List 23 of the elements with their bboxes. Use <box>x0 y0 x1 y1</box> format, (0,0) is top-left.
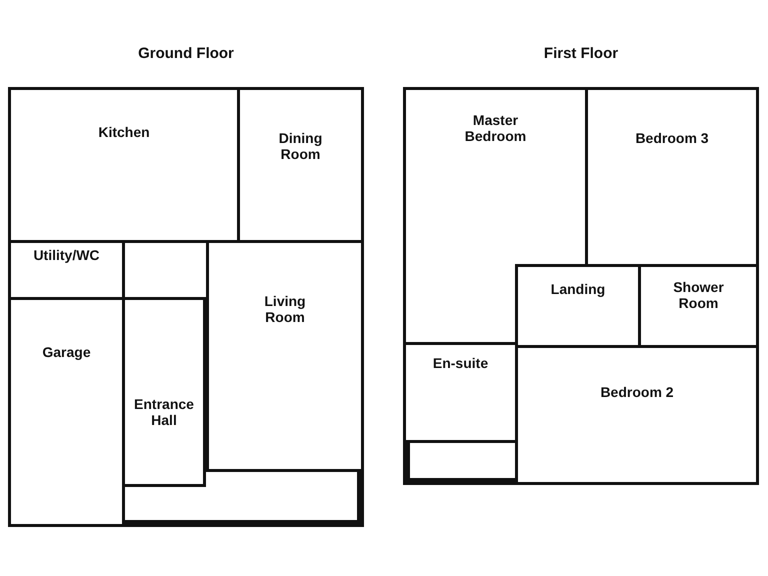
floor-heading: First Floor <box>542 45 620 62</box>
floor-heading: Ground Floor <box>137 45 235 62</box>
room-label: Kitchen <box>98 124 150 140</box>
room-outline <box>585 87 759 267</box>
room-label: Utility/WC <box>33 247 100 263</box>
room-label: Bedroom 3 <box>635 130 709 146</box>
room-outline <box>515 345 759 485</box>
room-outline <box>8 240 125 300</box>
room-outline <box>8 87 240 243</box>
room-label: Living Room <box>263 293 307 325</box>
room-label: En-suite <box>432 355 488 371</box>
room-label: Garage <box>42 344 91 360</box>
room-label: Entrance Hall <box>133 396 195 428</box>
room-outline <box>8 297 125 527</box>
room-label: Master Bedroom <box>464 112 528 144</box>
room-label: Bedroom 2 <box>600 384 674 400</box>
room-outline <box>237 87 364 243</box>
room-outline <box>403 342 518 443</box>
room-label: Shower Room <box>672 279 725 311</box>
room-label: Landing <box>550 281 606 297</box>
room-outline <box>122 297 206 487</box>
room-label: Dining Room <box>278 130 324 162</box>
room-outline <box>206 240 364 472</box>
